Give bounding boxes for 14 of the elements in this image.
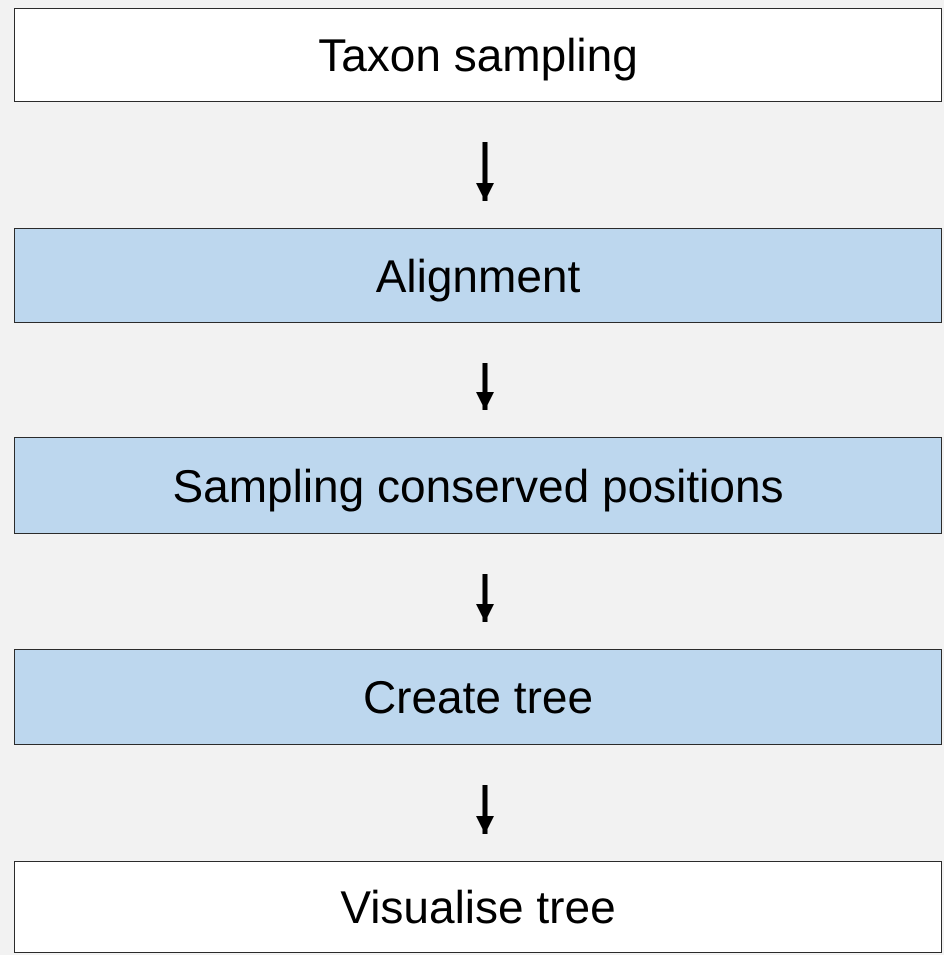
process-box <box>14 437 942 534</box>
process-box <box>14 8 942 102</box>
arrow <box>476 785 494 834</box>
arrow <box>476 363 494 410</box>
step-label: Taxon sampling <box>318 28 638 82</box>
arrow <box>476 142 494 201</box>
process-box <box>14 228 942 323</box>
step-label: Create tree <box>362 670 594 724</box>
step-label: Sampling conserved positions <box>172 458 784 512</box>
process-box <box>14 649 942 745</box>
step-label: Visualise tree <box>340 880 616 934</box>
process-box <box>14 861 942 953</box>
step-label: Alignment <box>376 248 580 302</box>
arrow <box>476 574 494 622</box>
